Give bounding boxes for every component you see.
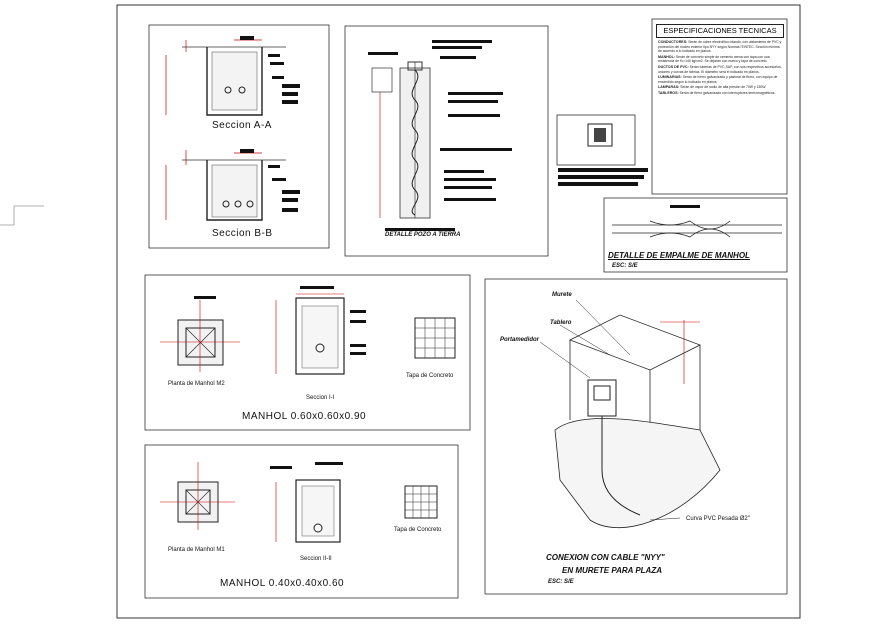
specs-conductores-head: CONDUCTORES: bbox=[658, 40, 688, 44]
empalme-title: DETALLE DE EMPALME DE MANHOL bbox=[608, 251, 750, 260]
specs-body: CONDUCTORES: Serán de cobre electrolític… bbox=[658, 40, 782, 97]
specs-ductos-head: DUCTOS DE PVC: bbox=[658, 64, 689, 69]
specs-conductores-text: Serán de cobre electrolítico blando, con… bbox=[658, 40, 782, 54]
section-b-drawing bbox=[165, 149, 300, 221]
manhol-m1-panel bbox=[144, 444, 459, 599]
manhol-m2-cover-label: Tapa de Concreto bbox=[406, 373, 454, 379]
specs-ductos-text: Serán tuberías de PVC-SAP, con sus respe… bbox=[658, 64, 782, 74]
specs-manhol-text: Serán de concreto simple de cemento aren… bbox=[658, 54, 770, 64]
sections-panel bbox=[148, 24, 330, 249]
specs-tableros-head: TABLEROS: bbox=[658, 90, 679, 95]
manhol-m1-cover-label: Tapa de Concreto bbox=[394, 527, 442, 533]
specs-luminarias-text: Serán de hierro galvanizado y pastoral d… bbox=[658, 75, 778, 84]
conexion-scale: ESC: S/E bbox=[548, 579, 574, 585]
specs-lamparas-head: LAMPARAS: bbox=[658, 85, 680, 90]
empalme-scale: ESC: S/E bbox=[612, 263, 638, 269]
specs-tableros-text: Serán de fierro galvanizado con interrup… bbox=[679, 90, 776, 95]
murete-label: Murete bbox=[552, 292, 572, 298]
specs-title: ESPECIFICACIONES TECNICAS bbox=[656, 24, 784, 38]
meter-symbol bbox=[556, 114, 648, 186]
manhol-m2-section-label: Seccion I-I bbox=[306, 395, 335, 401]
specs-panel bbox=[651, 18, 788, 195]
manhol-m1-section-label: Seccion II-II bbox=[300, 556, 332, 562]
portamedidor-label: Portamedidor bbox=[500, 337, 540, 343]
specs-luminarias-head: LUMINARIAS: bbox=[658, 75, 682, 80]
section-a-drawing bbox=[165, 36, 300, 116]
curva-label: Curva PVC Pesada Ø2" bbox=[686, 516, 750, 522]
detalle-pozo-label: DETALLE POZO A TIERRA bbox=[385, 232, 461, 238]
pozo-tierra-panel bbox=[344, 25, 549, 257]
section-a-label: Seccion A-A bbox=[212, 120, 272, 131]
manhol-m1-plan-label: Planta de Manhol M1 bbox=[168, 547, 225, 553]
empalme-panel bbox=[603, 197, 788, 273]
manhol-m2-panel bbox=[144, 274, 471, 431]
conexion-title-1: CONEXION CON CABLE "NYY" bbox=[546, 553, 665, 562]
specs-lamparas-text: Serán de vapor de sodio de alta presión … bbox=[680, 85, 767, 90]
conexion-title-2: EN MURETE PARA PLAZA bbox=[562, 566, 662, 575]
section-b-label: Seccion B-B bbox=[212, 228, 273, 239]
manhol-m1-title: MANHOL 0.40x0.40x0.60 bbox=[220, 578, 345, 589]
tablero-label: Tablero bbox=[550, 320, 572, 326]
manhol-m2-plan-label: Planta de Manhol M2 bbox=[168, 381, 225, 387]
specs-manhol-head: MANHOL: bbox=[658, 54, 675, 59]
manhol-m2-title: MANHOL 0.60x0.60x0.90 bbox=[242, 411, 367, 422]
conexion-panel bbox=[484, 278, 788, 595]
